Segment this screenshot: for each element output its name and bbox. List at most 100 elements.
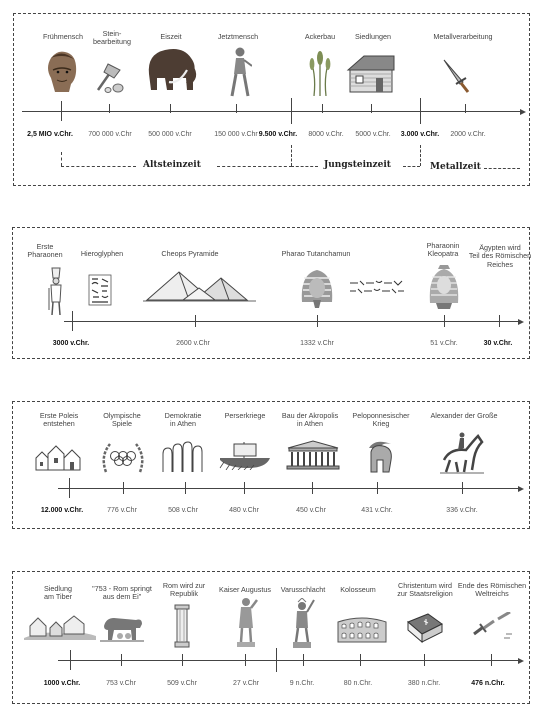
event-label: Erste Pharaonen <box>27 242 63 260</box>
event-label: Kaiser Augustus <box>219 585 271 594</box>
event-label: Demokratie in Athen <box>164 411 202 429</box>
event-label: Pharaonin Kleopatra <box>426 241 460 259</box>
raised-hands-icon <box>160 438 208 474</box>
warship-icon <box>218 440 272 470</box>
tutankhamun-mask-icon <box>298 266 336 308</box>
hieroglyphs-icon <box>88 274 112 306</box>
axis-arrow <box>518 318 524 325</box>
event-label: Siedlung am Tiber <box>44 584 72 602</box>
event-label: Kolosseum <box>340 585 376 594</box>
timeline-tick <box>236 104 238 113</box>
event-date: 9 n.Chr. <box>289 680 315 687</box>
event-date: 9.500 v.Chr. <box>258 131 298 138</box>
event-date: 508 v.Chr <box>168 507 198 514</box>
event-date: 776 v.Chr <box>107 507 137 514</box>
event-date: 500 000 v.Chr <box>148 131 192 138</box>
timeline-tick <box>322 104 324 113</box>
event-date: 51 v.Chr. <box>430 340 458 347</box>
event-label: Cheops Pyramide <box>161 249 219 258</box>
timeline-tick <box>195 315 197 327</box>
event-date: 30 v.Chr. <box>483 340 513 347</box>
event-label: Erste Poleis entstehen <box>39 411 79 429</box>
timeline-axis <box>58 488 520 490</box>
axis-arrow <box>518 657 524 664</box>
timeline-tick <box>303 654 305 666</box>
timeline-tick <box>123 482 125 494</box>
timeline-tick <box>170 104 172 113</box>
era-line <box>217 166 292 167</box>
wheat-icon <box>308 50 332 96</box>
warrior-statue-icon <box>288 598 316 648</box>
event-date: 476 n.Chr. <box>471 680 505 687</box>
event-date: 2600 v.Chr <box>176 340 210 347</box>
timeline-tick <box>462 482 464 494</box>
event-date: 3000 v.Chr. <box>52 340 90 347</box>
timeline-axis <box>22 111 522 113</box>
timeline-tick <box>61 101 63 121</box>
event-label: Eiszeit <box>160 32 182 41</box>
timeline-axis <box>58 660 520 662</box>
event-date: 12.000 v.Chr. <box>40 507 84 514</box>
timeline-tick <box>377 482 379 494</box>
timeline-tick <box>371 104 373 113</box>
timeline-tick <box>182 654 184 666</box>
timeline-tick <box>465 104 467 113</box>
dagger-icon <box>440 58 470 94</box>
early-human-icon <box>43 48 81 92</box>
event-date: 27 v.Chr <box>233 680 259 687</box>
event-date: 509 v.Chr <box>167 680 197 687</box>
broken-sword-icon <box>470 612 514 640</box>
event-date: 431 v.Chr. <box>361 507 393 514</box>
timeline-tick <box>291 98 293 124</box>
timeline-tick <box>185 482 187 494</box>
event-date: 5000 v.Chr. <box>355 131 391 138</box>
timeline-tick <box>121 654 123 666</box>
event-label: Peloponnesischer Krieg <box>352 411 410 429</box>
event-date: 8000 v.Chr. <box>308 131 344 138</box>
event-label: Frühmensch <box>43 32 83 41</box>
she-wolf-icon <box>100 612 144 642</box>
timeline-tick <box>360 654 362 666</box>
stone-tools-icon <box>92 60 128 96</box>
event-label: Stein- bearbeitung <box>93 29 131 47</box>
event-date: 2000 v.Chr. <box>450 131 486 138</box>
era-line <box>291 166 318 167</box>
house-icon <box>346 52 396 94</box>
era-label-metallzeit: Metallzeit <box>430 162 481 172</box>
olympic-rings-icon <box>100 438 146 476</box>
city-houses-icon <box>34 444 84 472</box>
timeline-tick <box>70 650 72 670</box>
event-date: 80 n.Chr. <box>343 680 373 687</box>
cleopatra-icon <box>426 263 462 309</box>
event-date: 380 n.Chr. <box>407 680 441 687</box>
event-label: Olympische Spiele <box>103 411 141 429</box>
timeline-tick <box>244 482 246 494</box>
event-label: Alexander der Große <box>430 411 498 420</box>
era-line <box>484 168 520 169</box>
event-date: 1000 v.Chr. <box>43 680 81 687</box>
event-label: Pharao Tutanchamun <box>281 249 351 258</box>
event-label: Siedlungen <box>355 32 391 41</box>
event-date: 2,5 MIO v.Chr. <box>27 131 73 138</box>
timeline-tick <box>72 311 74 331</box>
timeline-panel-egypt <box>12 227 530 359</box>
timeline-panel-stone-age <box>13 13 530 186</box>
event-label: Christentum wird zur Staatsreligion <box>397 581 453 599</box>
timeline-tick <box>491 654 493 666</box>
era-label-jungsteinzeit: Jungsteinzeit <box>324 160 391 170</box>
era-label-altsteinzeit: Altsteinzeit <box>143 160 201 170</box>
era-divider <box>61 152 62 166</box>
greek-helmet-icon <box>365 440 395 474</box>
column-icon <box>174 604 190 648</box>
timeline-axis <box>64 321 520 323</box>
event-label: Varusschlacht <box>280 585 326 594</box>
event-label: "753 - Rom springt aus dem Ei" <box>92 584 152 602</box>
timeline-panel-rome <box>12 571 530 704</box>
timeline-tick <box>312 482 314 494</box>
event-date: 700 000 v.Chr <box>88 131 132 138</box>
event-label: Bau der Akropolis in Athen <box>281 411 339 429</box>
parthenon-icon <box>286 440 340 470</box>
event-label: Ägypten wird Teil des Römischen Reiches <box>468 243 532 269</box>
pyramids-icon <box>143 268 256 302</box>
event-date: 480 v.Chr <box>229 507 259 514</box>
